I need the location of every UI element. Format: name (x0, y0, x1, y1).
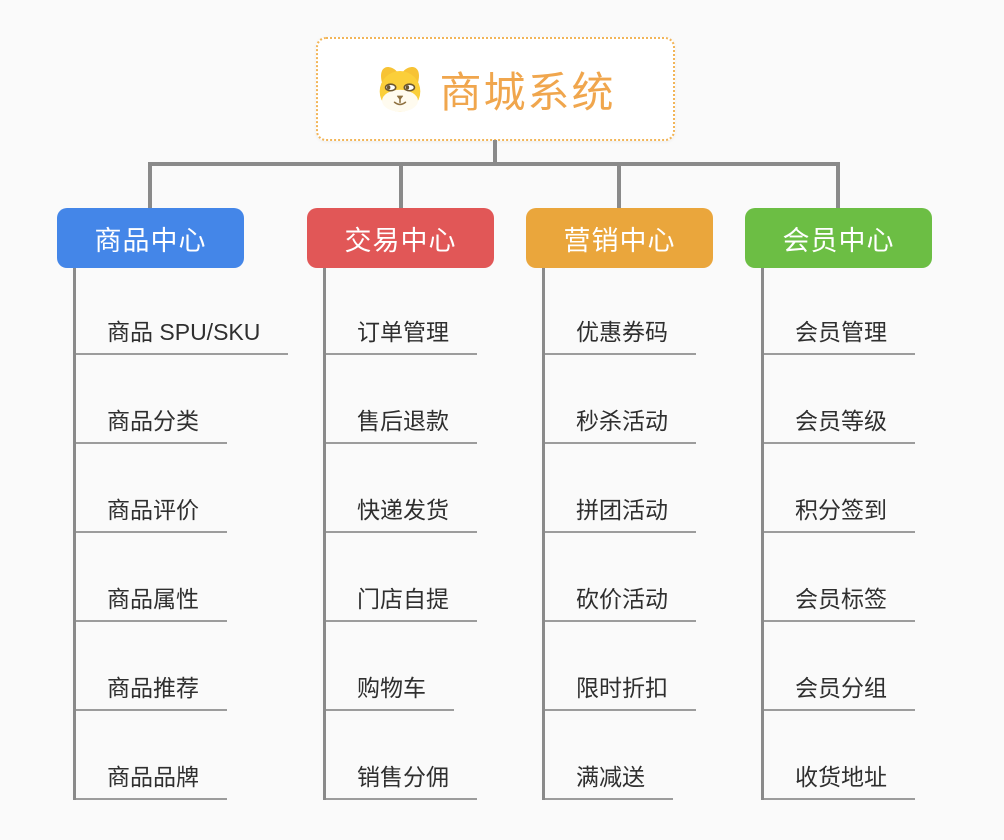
item-label[interactable]: 优惠券码 (545, 313, 696, 355)
item-label[interactable]: 收货地址 (764, 758, 915, 800)
item-label[interactable]: 秒杀活动 (545, 402, 696, 444)
item-label[interactable]: 售后退款 (326, 402, 477, 444)
item-label[interactable]: 订单管理 (326, 313, 477, 355)
item-label[interactable]: 拼团活动 (545, 491, 696, 533)
item-label[interactable]: 商品推荐 (76, 669, 227, 711)
branch-trade-children: 订单管理 售后退款 快递发货 门店自提 购物车 销售分佣 (323, 268, 477, 800)
mindmap-item: 会员标签 (764, 533, 915, 622)
mindmap-item: 收货地址 (764, 711, 915, 800)
branch-node-product-center[interactable]: 商品中心 (57, 208, 244, 268)
mindmap-item: 门店自提 (326, 533, 477, 622)
mindmap-item: 销售分佣 (326, 711, 477, 800)
mindmap-item: 砍价活动 (545, 533, 696, 622)
connector-drop-marketing (617, 162, 621, 210)
item-label[interactable]: 商品分类 (76, 402, 227, 444)
item-label[interactable]: 限时折扣 (545, 669, 696, 711)
root-node-mall-system[interactable]: 商城系统 (316, 37, 675, 141)
branch-trade-center: 交易中心 订单管理 售后退款 快递发货 门店自提 购物车 销售分佣 (307, 208, 494, 800)
mindmap-item: 优惠券码 (545, 268, 696, 355)
item-label[interactable]: 门店自提 (326, 580, 477, 622)
item-label[interactable]: 会员分组 (764, 669, 915, 711)
branch-product-center: 商品中心 商品 SPU/SKU 商品分类 商品评价 商品属性 商品推荐 商品品牌 (57, 208, 289, 800)
item-label[interactable]: 快递发货 (326, 491, 477, 533)
mindmap-item: 订单管理 (326, 268, 477, 355)
connector-drop-product (148, 162, 152, 210)
item-label[interactable]: 会员标签 (764, 580, 915, 622)
mindmap-item: 商品评价 (76, 444, 288, 533)
mindmap-item: 限时折扣 (545, 622, 696, 711)
mindmap-item: 商品分类 (76, 355, 288, 444)
mindmap-item: 售后退款 (326, 355, 477, 444)
mindmap-item: 积分签到 (764, 444, 915, 533)
connector-drop-trade (399, 162, 403, 210)
item-label[interactable]: 满减送 (545, 758, 673, 800)
mindmap-item: 购物车 (326, 622, 477, 711)
mindmap-item: 快递发货 (326, 444, 477, 533)
mindmap-item: 秒杀活动 (545, 355, 696, 444)
item-label[interactable]: 商品 SPU/SKU (76, 313, 289, 355)
branch-member-children: 会员管理 会员等级 积分签到 会员标签 会员分组 收货地址 (761, 268, 915, 800)
item-label[interactable]: 商品属性 (76, 580, 227, 622)
branch-marketing-center: 营销中心 优惠券码 秒杀活动 拼团活动 砍价活动 限时折扣 满减送 (526, 208, 713, 800)
item-label[interactable]: 会员等级 (764, 402, 915, 444)
branch-product-children: 商品 SPU/SKU 商品分类 商品评价 商品属性 商品推荐 商品品牌 (73, 268, 289, 800)
mindmap-item: 会员等级 (764, 355, 915, 444)
branch-node-member-center[interactable]: 会员中心 (745, 208, 932, 268)
mindmap-item: 商品推荐 (76, 622, 288, 711)
connector-drop-member (836, 162, 840, 210)
item-label[interactable]: 销售分佣 (326, 758, 477, 800)
branch-marketing-children: 优惠券码 秒杀活动 拼团活动 砍价活动 限时折扣 满减送 (542, 268, 696, 800)
item-label[interactable]: 商品评价 (76, 491, 227, 533)
root-title: 商城系统 (439, 68, 616, 116)
connector-horizontal (148, 162, 840, 166)
mindmap-item: 满减送 (545, 711, 696, 800)
connector-root-stem (493, 140, 497, 164)
item-label[interactable]: 积分签到 (764, 491, 915, 533)
shiba-dog-icon (380, 67, 421, 112)
item-label[interactable]: 砍价活动 (545, 580, 696, 622)
branch-node-marketing-center[interactable]: 营销中心 (526, 208, 713, 268)
branch-member-center: 会员中心 会员管理 会员等级 积分签到 会员标签 会员分组 收货地址 (745, 208, 932, 800)
item-label[interactable]: 购物车 (326, 669, 454, 711)
mindmap-item: 会员管理 (764, 268, 915, 355)
mindmap-item: 会员分组 (764, 622, 915, 711)
mindmap-item: 商品属性 (76, 533, 288, 622)
branch-node-trade-center[interactable]: 交易中心 (307, 208, 494, 268)
mindmap-item: 商品 SPU/SKU (76, 268, 289, 355)
mindmap-item: 拼团活动 (545, 444, 696, 533)
item-label[interactable]: 会员管理 (764, 313, 915, 355)
item-label[interactable]: 商品品牌 (76, 758, 227, 800)
mindmap-item: 商品品牌 (76, 711, 288, 800)
